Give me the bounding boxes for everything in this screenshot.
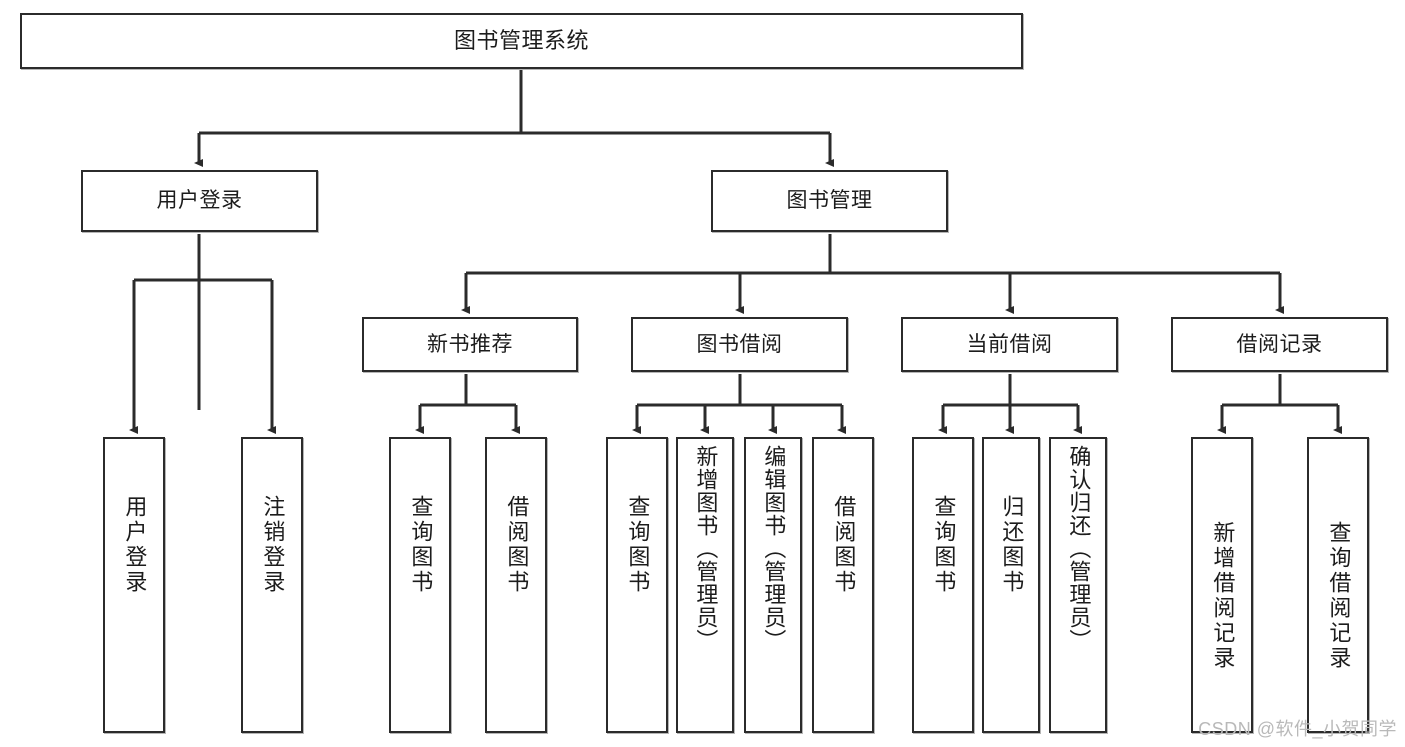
- node-book-borrow-label: 图书借阅: [696, 332, 783, 356]
- node-user-login[interactable]: 用户登录: [81, 170, 318, 232]
- node-leaf-query-book-2[interactable]: 查询图书: [606, 437, 668, 733]
- node-leaf-borrow-book-2-label: 借阅图书: [831, 495, 857, 595]
- node-root[interactable]: 图书管理系统: [20, 13, 1023, 69]
- node-leaf-confirm-return-label: 确认归还（管理员）: [1066, 445, 1092, 652]
- node-leaf-query-book-2-label: 查询图书: [625, 495, 651, 595]
- node-leaf-confirm-return[interactable]: 确认归还（管理员）: [1049, 437, 1107, 733]
- node-book-management-label: 图书管理: [786, 189, 873, 213]
- node-leaf-user-login-label: 用户登录: [122, 495, 148, 595]
- node-leaf-borrow-book-1[interactable]: 借阅图书: [485, 437, 547, 733]
- node-root-label: 图书管理系统: [453, 27, 589, 53]
- node-current-borrow[interactable]: 当前借阅: [901, 317, 1118, 372]
- node-borrow-record[interactable]: 借阅记录: [1171, 317, 1388, 372]
- node-leaf-user-login[interactable]: 用户登录: [103, 437, 165, 733]
- watermark: CSDN @软件_小贺同学: [1198, 719, 1397, 739]
- node-leaf-add-book[interactable]: 新增图书（管理员）: [676, 437, 734, 733]
- node-leaf-borrow-book-2[interactable]: 借阅图书: [812, 437, 874, 733]
- node-borrow-record-label: 借阅记录: [1236, 332, 1323, 356]
- node-leaf-return-book[interactable]: 归还图书: [982, 437, 1040, 733]
- node-leaf-logout-login[interactable]: 注销登录: [241, 437, 303, 733]
- node-leaf-return-book-label: 归还图书: [999, 495, 1025, 595]
- node-leaf-logout-login-label: 注销登录: [260, 495, 286, 595]
- node-leaf-add-record[interactable]: 新增借阅记录: [1191, 437, 1253, 733]
- node-leaf-add-record-label: 新增借阅记录: [1210, 521, 1236, 671]
- node-leaf-query-record[interactable]: 查询借阅记录: [1307, 437, 1369, 733]
- node-book-borrow[interactable]: 图书借阅: [631, 317, 848, 372]
- node-leaf-query-record-label: 查询借阅记录: [1326, 521, 1352, 671]
- node-leaf-query-book-1-label: 查询图书: [408, 495, 434, 595]
- node-user-login-label: 用户登录: [156, 189, 243, 213]
- node-book-management[interactable]: 图书管理: [711, 170, 948, 232]
- node-leaf-query-book-3[interactable]: 查询图书: [912, 437, 974, 733]
- node-leaf-add-book-label: 新增图书（管理员）: [693, 445, 719, 652]
- node-leaf-edit-book-label: 编辑图书（管理员）: [761, 445, 787, 652]
- node-leaf-query-book-1[interactable]: 查询图书: [389, 437, 451, 733]
- node-new-book-recommend-label: 新书推荐: [427, 332, 513, 356]
- node-current-borrow-label: 当前借阅: [966, 332, 1053, 356]
- node-leaf-edit-book[interactable]: 编辑图书（管理员）: [744, 437, 802, 733]
- node-leaf-query-book-3-label: 查询图书: [931, 495, 957, 595]
- node-leaf-borrow-book-1-label: 借阅图书: [504, 495, 530, 595]
- node-new-book-recommend[interactable]: 新书推荐: [362, 317, 578, 372]
